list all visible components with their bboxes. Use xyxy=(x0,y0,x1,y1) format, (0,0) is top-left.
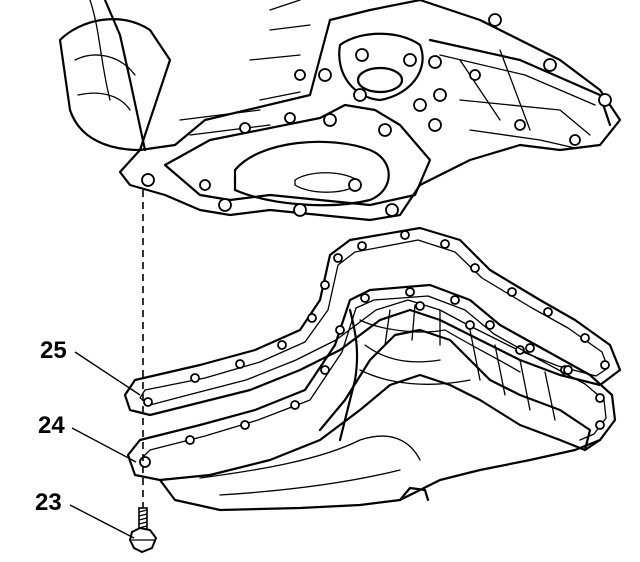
pan-bolt xyxy=(128,190,158,554)
oil-pan-gasket xyxy=(123,226,622,417)
callout-label-gasket: 25 xyxy=(40,337,67,364)
callout-25: 25 xyxy=(40,337,141,396)
callout-24: 24 xyxy=(38,412,137,463)
callout-label-oil-pan: 24 xyxy=(38,412,65,439)
engine-block xyxy=(58,0,622,222)
block-bolts xyxy=(141,13,612,217)
oil-pan xyxy=(126,283,617,512)
callout-23: 23 xyxy=(35,489,135,539)
callout-label-bolt: 23 xyxy=(35,489,62,516)
